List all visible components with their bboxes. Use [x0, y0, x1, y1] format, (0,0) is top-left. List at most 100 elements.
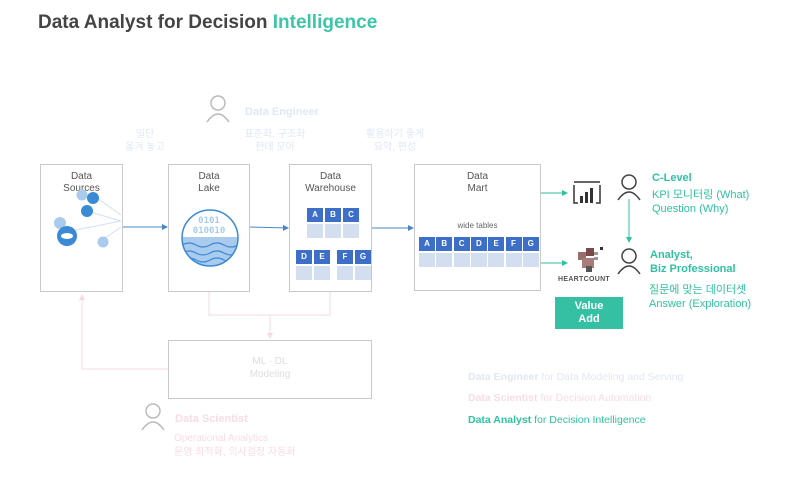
- note-line: 표준화, 구조화: [244, 129, 306, 140]
- scientist-description: Operational Analytics 운영 최적화, 의사결정 자동화: [174, 432, 296, 460]
- table-cell-empty: [314, 266, 330, 280]
- table-cell-empty: [419, 253, 435, 267]
- table-cell-empty: [453, 253, 470, 267]
- data-sources-icon: [54, 189, 122, 248]
- table-cell-empty: [470, 253, 487, 267]
- bits-line: 010010: [192, 226, 226, 236]
- table-cell-empty: [355, 266, 371, 280]
- role-data-scientist: Data Scientist: [175, 413, 248, 425]
- value-add-line: Add: [578, 313, 600, 325]
- table-cell: G: [355, 250, 371, 264]
- role-data-engineer: Data Engineer: [245, 106, 319, 118]
- note-line: 옮겨 놓고: [125, 142, 165, 153]
- table-cell-empty: [522, 253, 539, 267]
- table-cell-empty: [307, 224, 323, 238]
- table-cell-empty: [488, 253, 505, 267]
- note-line: 요약, 편성: [373, 142, 417, 153]
- label-line: Data: [198, 171, 220, 182]
- desc-line: Answer (Exploration): [649, 298, 752, 310]
- label-line: Data: [319, 171, 342, 182]
- label-line: Warehouse: [305, 183, 356, 194]
- table-cell: D: [296, 250, 312, 264]
- legend-bold: Data Scientist: [468, 392, 538, 404]
- note-line: 한데 모아: [255, 142, 295, 153]
- page-title: Data Analyst for Decision Intelligence: [38, 12, 377, 34]
- c-level-description: KPI 모니터링 (What) Question (Why): [652, 188, 749, 216]
- desc-line: 질문에 맞는 데이터셋: [649, 284, 747, 296]
- wide-tables-label: wide tables: [457, 221, 498, 230]
- legend-rest: for Decision Intelligence: [531, 414, 646, 426]
- arrow-ml-sources: [79, 294, 168, 370]
- box-label: ML · DL Modeling: [169, 355, 371, 381]
- table-cell-empty: [343, 224, 359, 238]
- label-line: Data: [466, 171, 489, 182]
- table-cell: B: [436, 237, 453, 251]
- label-line: Lake: [198, 183, 220, 194]
- label-line: Data: [70, 171, 93, 182]
- box-ml-dl-modeling: ML · DL Modeling: [168, 340, 372, 399]
- bits-line: 0101: [198, 216, 220, 226]
- table-cell: E: [488, 237, 505, 251]
- title-accent: Intelligence: [272, 12, 378, 33]
- table-cell: A: [307, 208, 323, 222]
- value-add-line: Value: [574, 300, 604, 312]
- table-cell: B: [325, 208, 341, 222]
- desc-line: KPI 모니터링 (What): [652, 189, 750, 201]
- label-line: Mart: [467, 183, 488, 194]
- analyst-description: 질문에 맞는 데이터셋 Answer (Exploration): [649, 283, 751, 311]
- note-line: 활용하기 좋게: [366, 129, 424, 140]
- role-line: Analyst,: [650, 249, 693, 261]
- legend-data-analyst: Data Analyst for Decision Intelligence: [468, 414, 646, 426]
- table-cell: E: [314, 250, 330, 264]
- table-cell-empty: [337, 266, 353, 280]
- legend-data-engineer: Data Engineer for Data Modeling and Serv…: [468, 371, 683, 383]
- role-c-level: C-Level: [652, 172, 692, 184]
- table-cell-empty: [505, 253, 522, 267]
- table-cell: F: [505, 237, 522, 251]
- note-line: 일단: [135, 129, 155, 140]
- label-line: Modeling: [249, 369, 291, 380]
- legend-rest: for Decision Automation: [537, 392, 652, 404]
- table-cell-empty: [296, 266, 312, 280]
- desc-line: Question (Why): [652, 203, 729, 215]
- table-cell: G: [522, 237, 539, 251]
- desc-line: 운영 최적화, 의사결정 자동화: [174, 447, 296, 458]
- legend-bold: Data Engineer: [468, 371, 539, 383]
- legend-data-scientist: Data Scientist for Decision Automation: [468, 392, 651, 404]
- role-line: Biz Professional: [650, 263, 736, 275]
- label-line: Sources: [63, 183, 100, 194]
- legend-bold: Data Analyst: [468, 414, 532, 426]
- table-cell: C: [343, 208, 359, 222]
- data-lake-icon: [181, 209, 239, 267]
- table-cell: D: [470, 237, 487, 251]
- role-analyst: Analyst, Biz Professional: [650, 248, 736, 276]
- desc-line: Operational Analytics: [174, 433, 268, 444]
- table-cell: A: [419, 237, 435, 251]
- table-cell-empty: [436, 253, 453, 267]
- table-cell: C: [453, 237, 470, 251]
- table-cell-empty: [325, 224, 341, 238]
- legend-rest: for Data Modeling and Serving: [538, 371, 684, 383]
- label-line: ML · DL: [252, 356, 288, 367]
- title-main: Data Analyst for Decision: [38, 12, 268, 33]
- table-cell: F: [337, 250, 353, 264]
